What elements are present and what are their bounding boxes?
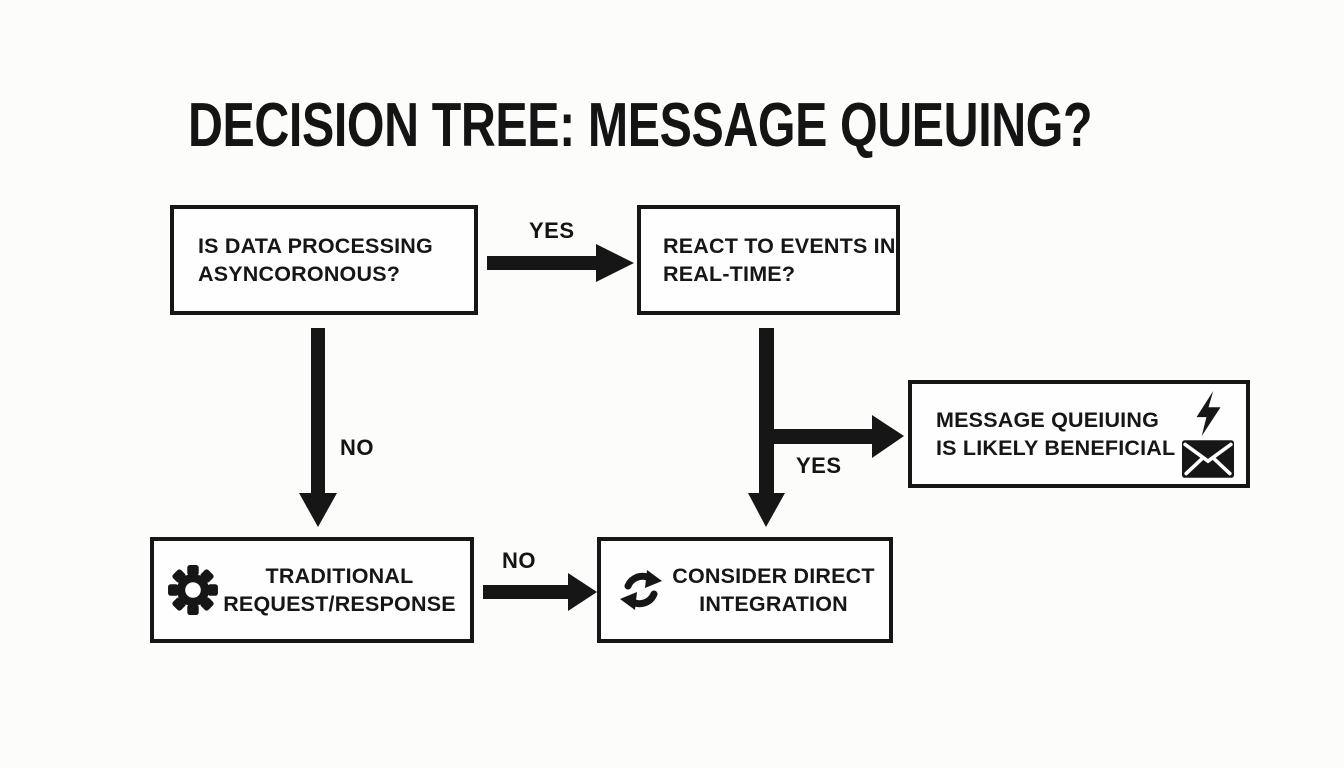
node-text-line2: INTEGRATION [699,592,848,616]
node-traditional-request-response: TRADITIONAL REQUEST/RESPONSE [150,537,474,643]
node-text-line1: REACT TO EVENTS IN [663,234,896,258]
node-text: REACT TO EVENTS IN REAL-TIME? [663,232,896,288]
edge-label-yes-right: YES [796,453,842,478]
node-text-line1: IS DATA PROCESSING [198,234,433,258]
edge-label-no-bottom: NO [502,548,536,573]
node-message-queuing-beneficial: MESSAGE QUEIUING IS LIKELY BENEFICIAL [908,380,1250,488]
node-text: TRADITIONAL REQUEST/RESPONSE [219,562,460,618]
gear-icon [168,565,218,615]
lightning-icon [1196,391,1221,436]
node-text-line2: IS LIKELY BENEFICIAL [936,436,1176,460]
node-text: CONSIDER DIRECT INTEGRATION [666,562,881,618]
edge-q2-to-mq-arrow [759,415,904,458]
edge-label-yes-top: YES [529,218,575,243]
node-consider-direct-integration: CONSIDER DIRECT INTEGRATION [597,537,893,643]
node-text: MESSAGE QUEIUING IS LIKELY BENEFICIAL [936,406,1182,462]
page-title: DECISION TREE: MESSAGE QUEUING? [188,90,1093,160]
node-text-line1: CONSIDER DIRECT [672,564,875,588]
edge-label-no-left: NO [340,435,374,460]
edge-q1-to-q2-arrow [487,244,634,282]
node-text-line2: REAL-TIME? [663,262,796,286]
node-text-line2: ASYNCORONOUS? [198,262,401,286]
edge-q1-to-trad-arrow [299,328,337,527]
edge-trad-to-direct-arrow [483,573,597,611]
sync-icon [620,570,662,610]
node-icons [1182,390,1234,478]
node-react-to-events-in-real-time: REACT TO EVENTS IN REAL-TIME? [637,205,900,315]
envelope-icon [1182,440,1234,478]
node-is-data-processing-asynchronous: IS DATA PROCESSING ASYNCORONOUS? [170,205,478,315]
node-text-line1: TRADITIONAL [265,564,414,588]
node-text-line2: REQUEST/RESPONSE [223,592,456,616]
node-text-line1: MESSAGE QUEIUING [936,408,1160,432]
node-text: IS DATA PROCESSING ASYNCORONOUS? [198,232,433,288]
edge-q2-to-direct-arrow [748,328,785,527]
